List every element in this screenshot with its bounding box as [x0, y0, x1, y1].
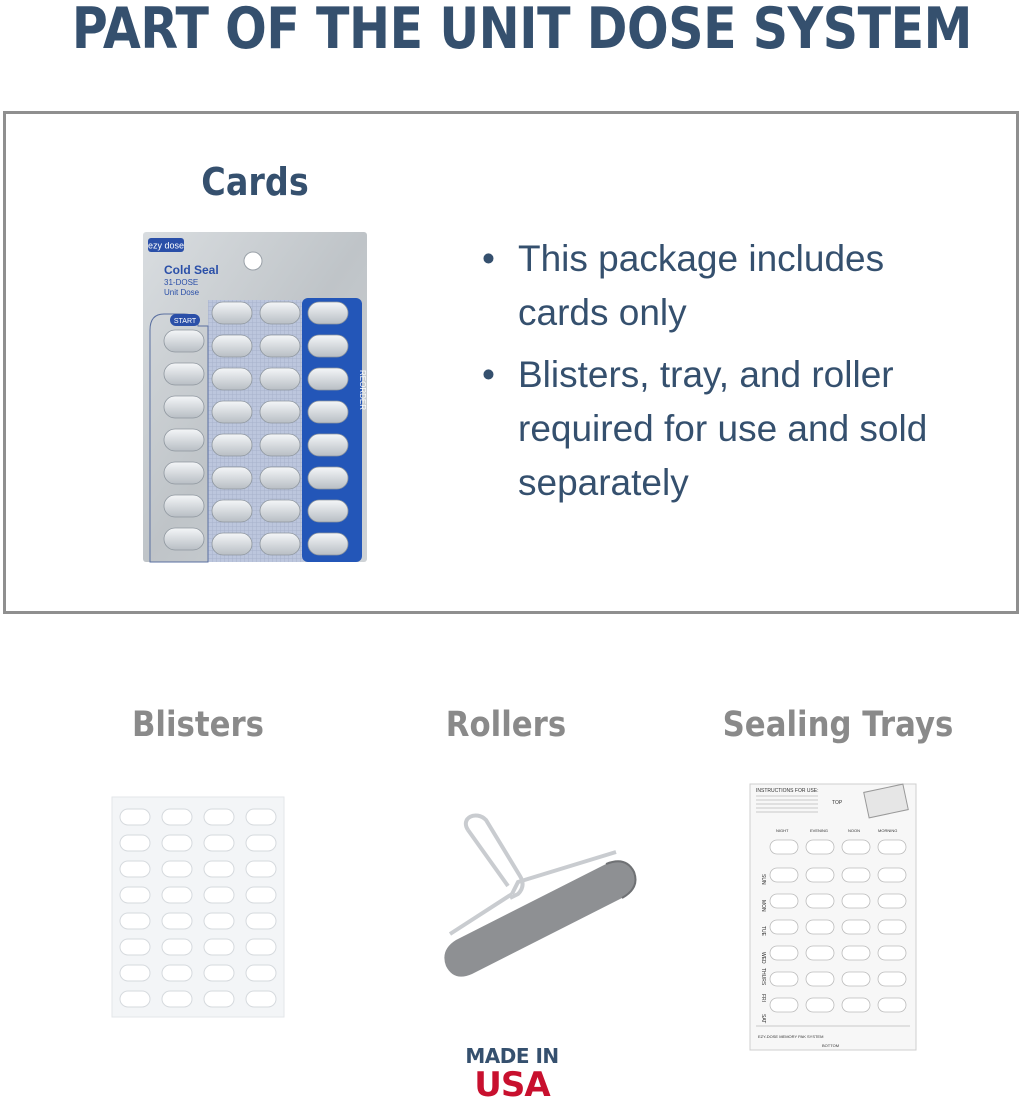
page-headline: PART OF THE UNIT DOSE SYSTEM — [71, 0, 973, 62]
cards-bullet-list: • This package includes cards only • Bli… — [480, 232, 980, 518]
tray-day-thurs: THURS — [760, 968, 766, 986]
tray-day-mon: MON — [760, 900, 766, 912]
made-in-text: MADE IN — [465, 1044, 559, 1068]
tray-day-sun: SUN — [760, 874, 766, 885]
bullet-dot-icon: • — [482, 354, 495, 395]
cards-title: Cards — [201, 160, 309, 204]
cards-section-box — [3, 111, 1019, 614]
usa-text: USA — [474, 1065, 550, 1105]
card-name-text: Cold Seal — [164, 263, 219, 277]
bullet-dot-icon: • — [482, 238, 495, 279]
tray-top-text: TOP — [832, 800, 843, 806]
tray-day-tue: TUE — [760, 926, 766, 937]
tray-bottom-text: EZY-DOSE MEMORY PAK SYSTEM — [758, 1034, 823, 1039]
blisters-image — [111, 796, 285, 1018]
rollers-title: Rollers — [445, 705, 567, 745]
tray-day-sat: SAT — [760, 1014, 766, 1023]
roller-image — [444, 813, 637, 977]
bullet-text: This package includes cards only — [518, 238, 885, 333]
card-brand-text: ezy dose — [148, 241, 184, 251]
bullet-item: • This package includes cards only — [480, 232, 980, 340]
tray-column-evening: EVENING — [810, 828, 828, 833]
sealing-tray-image: INSTRUCTIONS FOR USE: TOP NIGHT EVENING … — [749, 783, 917, 1051]
sealing-trays-title: Sealing Trays — [722, 705, 954, 745]
tray-column-night: NIGHT — [776, 828, 789, 833]
card-type-text: Unit Dose — [164, 288, 200, 297]
cold-seal-card-image: ezy dose Cold Seal 31-DOSE Unit Dose REO… — [143, 232, 367, 563]
tray-day-wed: WED — [760, 952, 766, 964]
bullet-text: Blisters, tray, and roller required for … — [518, 354, 928, 503]
bullet-item: • Blisters, tray, and roller required fo… — [480, 348, 980, 510]
tray-day-fri: FRI — [760, 994, 766, 1002]
made-in-usa-badge: MADE IN USA — [462, 1044, 562, 1102]
tray-instructions-text: INSTRUCTIONS FOR USE: — [756, 788, 819, 794]
tray-bottom-label: BOTTOM — [822, 1043, 839, 1048]
card-dose-text: 31-DOSE — [164, 278, 198, 287]
tray-column-noon: NOON — [848, 828, 860, 833]
tray-column-morning: MORNING — [878, 828, 897, 833]
card-reorder-text: REORDER — [358, 370, 367, 410]
card-start-text: START — [174, 318, 197, 325]
blisters-title: Blisters — [131, 705, 265, 745]
